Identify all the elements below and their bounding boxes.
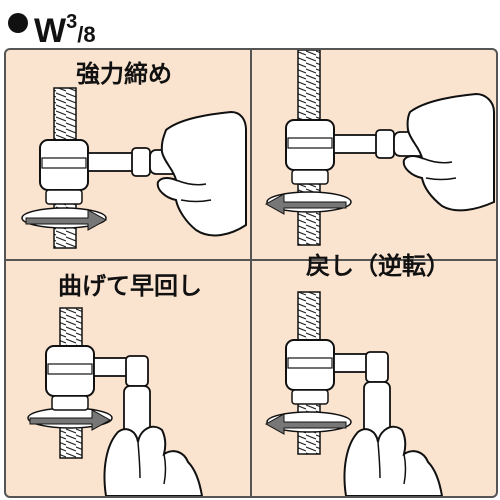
wrench-extension bbox=[333, 134, 379, 154]
hand bbox=[343, 425, 444, 496]
panel-title-reverse: 戻し（逆転） bbox=[306, 252, 450, 280]
socket-nut bbox=[51, 395, 89, 411]
header: W3/8 bbox=[0, 0, 500, 50]
illustration-svg bbox=[6, 50, 496, 496]
socket-band bbox=[287, 137, 333, 149]
socket-band bbox=[287, 357, 333, 369]
panel-tighten-illustration bbox=[21, 87, 247, 249]
wrench-joint bbox=[125, 355, 149, 387]
panel-title-bent: 曲げて早回し bbox=[58, 272, 202, 300]
model-title: W3/8 bbox=[34, 2, 96, 55]
hand bbox=[156, 110, 247, 237]
socket-band bbox=[47, 363, 93, 375]
socket-band bbox=[41, 157, 87, 169]
rotation-arrow-left bbox=[264, 193, 347, 215]
wrench-extension bbox=[93, 357, 131, 377]
model-letter: W bbox=[34, 12, 67, 50]
panel-title-tighten: 強力締め bbox=[76, 60, 172, 88]
model-slash: / bbox=[77, 22, 84, 47]
hand bbox=[103, 425, 204, 496]
rotation-arrow-left bbox=[264, 413, 347, 435]
wrench-joint bbox=[131, 147, 151, 177]
wrench-extension bbox=[333, 353, 371, 373]
panel-bent-illustration bbox=[27, 307, 204, 496]
model-sub: 8 bbox=[83, 22, 96, 47]
socket-nut bbox=[291, 169, 329, 185]
wrench-extension bbox=[87, 152, 135, 172]
wrench-joint bbox=[375, 129, 395, 159]
model-sup: 3 bbox=[66, 11, 78, 33]
hand bbox=[402, 92, 495, 212]
panel-loosen-illustration bbox=[264, 50, 495, 246]
bullet-icon bbox=[8, 13, 28, 33]
socket-nut bbox=[45, 189, 83, 205]
rotation-arrow-right bbox=[25, 209, 108, 231]
panel-reverse-illustration bbox=[264, 291, 444, 496]
illustration-frame: 強力締め 曲げて早回し 戻し（逆転） bbox=[4, 48, 498, 498]
wrench-joint bbox=[365, 351, 389, 383]
rotation-arrow-right bbox=[29, 409, 112, 431]
socket-nut bbox=[291, 389, 329, 405]
